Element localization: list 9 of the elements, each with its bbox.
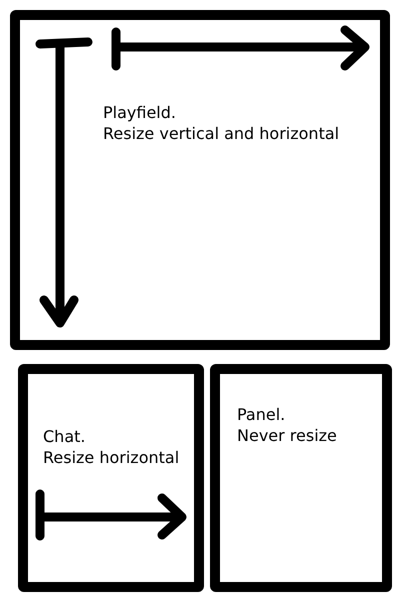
- chat-title: Chat.: [43, 426, 86, 447]
- panel-box: [210, 364, 392, 592]
- chat-box: [18, 364, 204, 592]
- panel-description: Never resize: [237, 425, 337, 446]
- chat-description: Resize horizontal: [43, 447, 180, 468]
- playfield-description: Resize vertical and horizontal: [103, 123, 340, 144]
- playfield-box: [10, 10, 390, 350]
- panel-title: Panel.: [237, 404, 286, 425]
- playfield-title: Playfield.: [103, 102, 176, 123]
